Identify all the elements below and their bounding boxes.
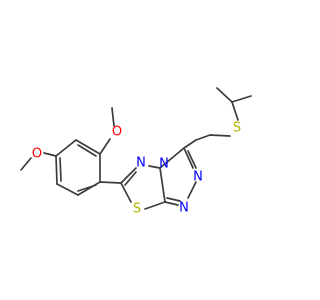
bond	[77, 144, 97, 157]
bond	[164, 201, 179, 206]
molecule-structure: O O S S N N N N	[20, 87, 252, 217]
bond	[43, 152, 57, 157]
bond	[144, 201, 166, 210]
bond	[148, 165, 161, 169]
bond	[55, 139, 77, 157]
bond	[231, 95, 252, 103]
bond	[195, 134, 211, 141]
bond-lines	[20, 87, 252, 210]
bond	[209, 134, 231, 137]
bond	[120, 167, 137, 184]
bond	[159, 167, 166, 203]
atom-label-oxygen: O	[32, 147, 42, 162]
bond	[75, 139, 101, 155]
bond	[187, 181, 197, 199]
bond	[120, 182, 132, 203]
atom-label-nitrogen: N	[193, 170, 203, 185]
bond	[99, 138, 111, 155]
bond	[231, 101, 239, 121]
bond	[55, 155, 58, 185]
atom-label-sulfur: S	[133, 202, 141, 217]
bond	[187, 150, 197, 169]
bond	[56, 183, 79, 196]
bond	[183, 139, 197, 149]
atom-label-nitrogen: N	[159, 157, 169, 172]
bond	[124, 171, 137, 186]
bond	[77, 184, 97, 192]
bond	[183, 147, 194, 169]
atom-labels: O O S S N N N N	[32, 121, 241, 217]
bond	[111, 107, 115, 127]
atom-label-nitrogen: N	[179, 201, 189, 216]
bond	[77, 181, 101, 196]
atom-label-sulfur: S	[233, 121, 241, 136]
bond	[159, 147, 185, 169]
atom-label-oxygen: O	[112, 125, 122, 140]
bond	[59, 157, 62, 182]
bond	[20, 157, 32, 171]
atom-label-nitrogen: N	[136, 156, 146, 171]
bond	[166, 197, 181, 202]
bond	[216, 87, 233, 103]
bond	[99, 181, 122, 184]
